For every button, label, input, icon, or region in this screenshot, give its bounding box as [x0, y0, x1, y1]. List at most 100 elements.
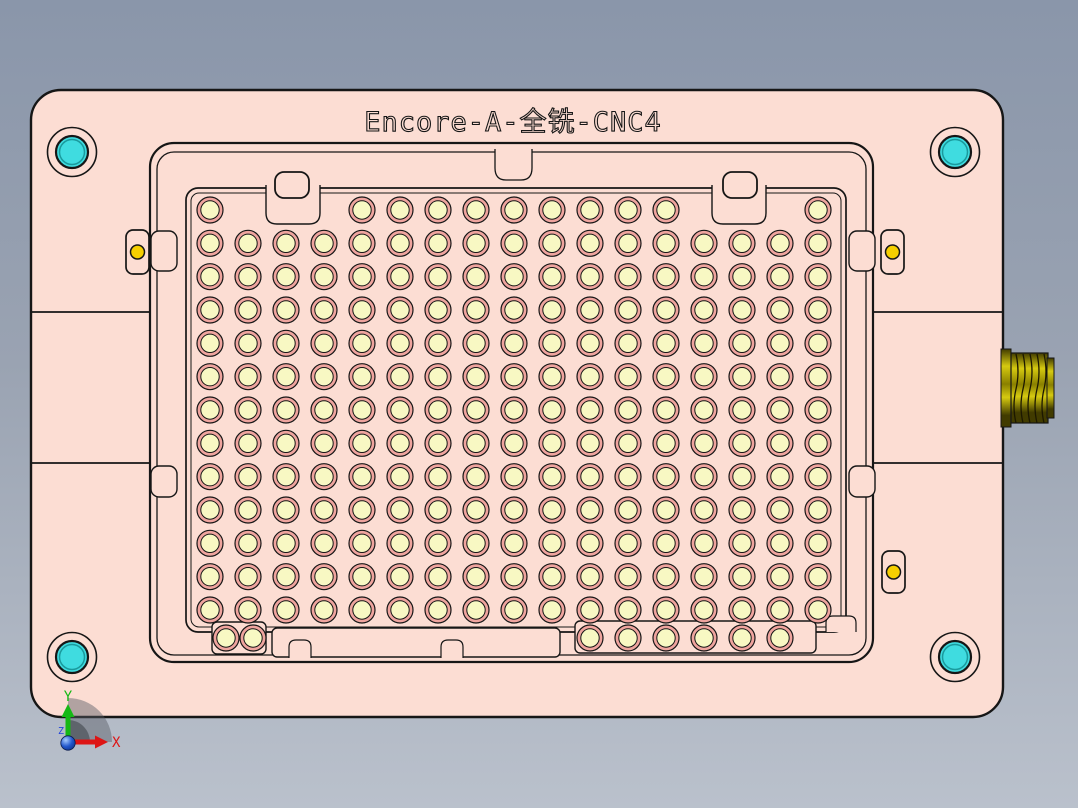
grid-hole[interactable] [614, 229, 642, 257]
grid-hole[interactable] [576, 563, 604, 591]
grid-hole[interactable] [804, 396, 832, 424]
grid-hole[interactable] [804, 463, 832, 491]
grid-hole[interactable] [576, 529, 604, 557]
grid-hole[interactable] [272, 229, 300, 257]
grid-hole[interactable] [690, 596, 718, 624]
grid-hole[interactable] [576, 229, 604, 257]
grid-hole[interactable] [462, 363, 490, 391]
grid-hole[interactable] [386, 463, 414, 491]
grid-hole[interactable] [196, 563, 224, 591]
grid-hole[interactable] [614, 396, 642, 424]
grid-hole[interactable] [614, 196, 642, 224]
grid-hole[interactable] [500, 196, 528, 224]
grid-hole[interactable] [728, 363, 756, 391]
grid-hole[interactable] [766, 363, 794, 391]
grid-hole[interactable] [386, 529, 414, 557]
grid-hole[interactable] [500, 329, 528, 357]
grid-hole[interactable] [272, 396, 300, 424]
grid-hole[interactable] [424, 329, 452, 357]
grid-hole[interactable] [500, 429, 528, 457]
grid-hole[interactable] [766, 329, 794, 357]
grid-hole[interactable] [766, 563, 794, 591]
grid-hole[interactable] [576, 329, 604, 357]
grid-hole[interactable] [310, 329, 338, 357]
grid-hole[interactable] [462, 596, 490, 624]
grid-hole[interactable] [348, 563, 376, 591]
locating-pin-tabs[interactable] [125, 229, 906, 594]
grid-hole[interactable] [272, 429, 300, 457]
grid-hole[interactable] [576, 296, 604, 324]
grid-hole[interactable] [576, 624, 604, 652]
grid-hole[interactable] [310, 596, 338, 624]
grid-hole[interactable] [462, 496, 490, 524]
grid-hole[interactable] [766, 624, 794, 652]
grid-hole[interactable] [576, 196, 604, 224]
grid-hole[interactable] [234, 263, 262, 291]
origin-triad[interactable]: Y X Z [58, 689, 121, 751]
grid-hole[interactable] [728, 529, 756, 557]
grid-hole[interactable] [690, 624, 718, 652]
grid-hole[interactable] [462, 563, 490, 591]
grid-hole[interactable] [690, 329, 718, 357]
grid-hole[interactable] [766, 396, 794, 424]
grid-hole[interactable] [310, 496, 338, 524]
grid-hole[interactable] [424, 363, 452, 391]
grid-hole[interactable] [424, 429, 452, 457]
grid-hole[interactable] [728, 624, 756, 652]
grid-hole[interactable] [728, 329, 756, 357]
grid-hole[interactable] [386, 296, 414, 324]
grid-hole[interactable] [500, 396, 528, 424]
grid-hole[interactable] [576, 596, 604, 624]
grid-hole[interactable] [272, 296, 300, 324]
grid-hole[interactable] [272, 496, 300, 524]
grid-hole[interactable] [212, 624, 240, 652]
grid-hole[interactable] [424, 496, 452, 524]
pocket-outline[interactable] [148, 141, 875, 664]
grid-hole[interactable] [348, 296, 376, 324]
grid-hole[interactable] [652, 596, 680, 624]
grid-hole[interactable] [272, 563, 300, 591]
grid-hole[interactable] [386, 229, 414, 257]
grid-hole[interactable] [728, 396, 756, 424]
grid-hole[interactable] [728, 463, 756, 491]
grid-hole[interactable] [348, 329, 376, 357]
grid-hole[interactable] [766, 596, 794, 624]
grid-hole[interactable] [424, 529, 452, 557]
grid-hole[interactable] [196, 363, 224, 391]
grid-hole[interactable] [196, 463, 224, 491]
grid-hole[interactable] [234, 496, 262, 524]
grid-hole[interactable] [614, 463, 642, 491]
grid-hole[interactable] [310, 363, 338, 391]
grid-hole[interactable] [500, 563, 528, 591]
grid-hole[interactable] [728, 429, 756, 457]
grid-hole[interactable] [614, 363, 642, 391]
grid-hole[interactable] [272, 596, 300, 624]
grid-hole[interactable] [386, 496, 414, 524]
grid-hole[interactable] [196, 196, 224, 224]
grid-hole[interactable] [239, 624, 267, 652]
grid-hole[interactable] [348, 396, 376, 424]
grid-hole[interactable] [652, 496, 680, 524]
hole-grid[interactable] [196, 196, 832, 652]
grid-hole[interactable] [234, 229, 262, 257]
grid-hole[interactable] [386, 563, 414, 591]
grid-hole[interactable] [310, 229, 338, 257]
grid-hole[interactable] [196, 229, 224, 257]
grid-hole[interactable] [196, 529, 224, 557]
grid-hole[interactable] [234, 429, 262, 457]
grid-hole[interactable] [348, 196, 376, 224]
grid-hole[interactable] [766, 296, 794, 324]
grid-hole[interactable] [538, 329, 566, 357]
grid-hole[interactable] [652, 363, 680, 391]
grid-hole[interactable] [538, 463, 566, 491]
grid-hole[interactable] [500, 263, 528, 291]
grid-hole[interactable] [652, 329, 680, 357]
grid-hole[interactable] [804, 229, 832, 257]
grid-hole[interactable] [652, 463, 680, 491]
grid-hole[interactable] [310, 296, 338, 324]
grid-hole[interactable] [804, 363, 832, 391]
grid-hole[interactable] [234, 463, 262, 491]
grid-hole[interactable] [196, 329, 224, 357]
grid-hole[interactable] [234, 529, 262, 557]
grid-hole[interactable] [652, 296, 680, 324]
